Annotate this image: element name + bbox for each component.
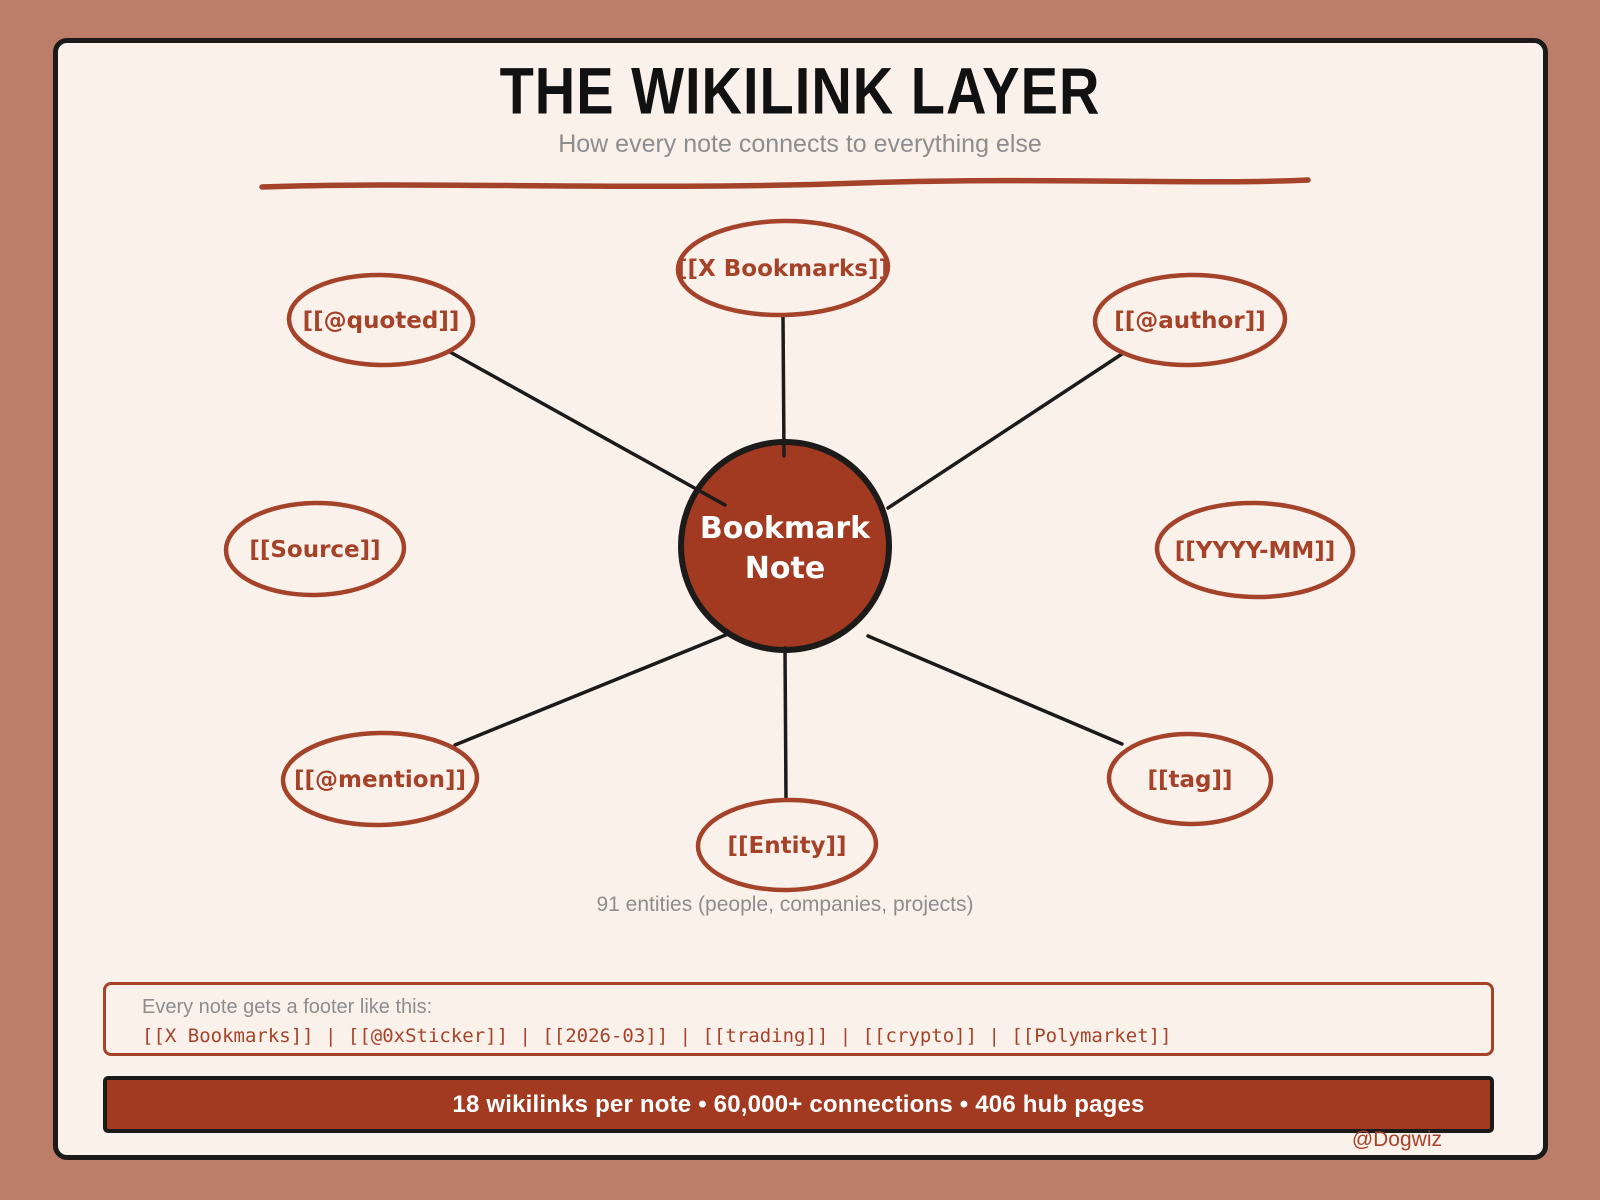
entity-caption: 91 entities (people, companies, projects…	[596, 893, 974, 916]
node-ellipse-tag	[1106, 731, 1274, 827]
node-ellipse-yyyy-mm	[1154, 500, 1356, 600]
node-label-source: [[Source]]	[249, 537, 380, 563]
hub-label-line1: Bookmark	[700, 511, 871, 546]
connector-bottom	[783, 646, 788, 801]
node-ellipse-mention	[280, 730, 480, 828]
node-author: [[@author]]	[1092, 272, 1288, 368]
page-subtitle: How every note connects to everything el…	[558, 130, 1042, 158]
page-title: THE WIKILINK LAYER	[499, 53, 1101, 128]
footer-wikilinks-line: [[X Bookmarks]] | [[@0xSticker]] | [[202…	[142, 1025, 1172, 1047]
node-entity: [[Entity]]	[695, 797, 879, 893]
node-label-entity: [[Entity]]	[728, 833, 847, 859]
node-label-mention: [[@mention]]	[294, 767, 466, 793]
node-label-quoted: [[@quoted]]	[303, 308, 460, 334]
connector-top	[781, 314, 786, 458]
node-source: [[Source]]	[223, 500, 407, 598]
node-ellipse-source	[223, 500, 407, 598]
stats-banner-text: 18 wikilinks per note • 60,000+ connecti…	[452, 1090, 1145, 1118]
connector-lines	[448, 314, 1127, 801]
node-label-author: [[@author]]	[1114, 308, 1265, 334]
footer-intro-text: Every note gets a footer like this:	[142, 996, 433, 1018]
node-ellipse-quoted	[286, 272, 476, 368]
node-label-tag: [[tag]]	[1147, 767, 1232, 793]
node-label-yyyy-mm: [[YYYY-MM]]	[1175, 538, 1336, 564]
node-x-bookmarks: [[X Bookmarks]]	[675, 218, 891, 318]
node-ellipse-author	[1092, 272, 1288, 368]
node-quoted: [[@quoted]]	[286, 272, 476, 368]
node-ellipse-entity	[695, 797, 879, 893]
footer-example-box: Every note gets a footer like this: [[X …	[103, 982, 1494, 1056]
node-yyyy-mm: [[YYYY-MM]]	[1154, 500, 1356, 600]
connector-lower-left	[453, 632, 730, 747]
node-mention: [[@mention]]	[280, 730, 480, 828]
connector-upper-right	[886, 350, 1127, 510]
node-ellipse-x-bookmarks	[675, 218, 891, 318]
hub-circle	[678, 439, 892, 653]
divider-line	[259, 177, 1311, 190]
connector-lower-right	[866, 634, 1124, 746]
node-label-x-bookmarks: [[X Bookmarks]]	[677, 256, 889, 282]
attribution-handle: @Dogwiz	[1351, 1128, 1442, 1151]
hub-label-line2: Note	[745, 551, 825, 586]
hub-node: Bookmark Note	[678, 439, 892, 653]
node-tag: [[tag]]	[1106, 731, 1274, 827]
stats-banner: 18 wikilinks per note • 60,000+ connecti…	[103, 1076, 1494, 1133]
connector-upper-left	[448, 350, 727, 507]
